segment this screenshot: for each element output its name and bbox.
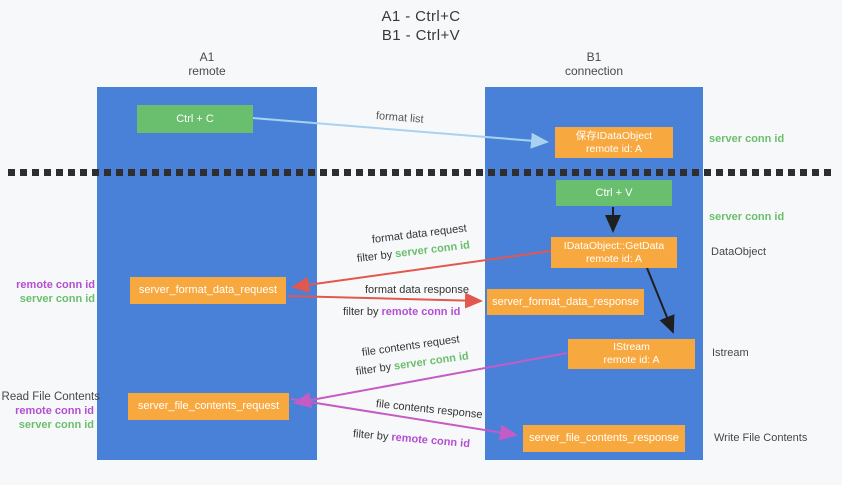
node-save-idataobject-line1: 保存IDataObject	[575, 129, 653, 142]
column-a1-subtitle: remote	[188, 64, 226, 78]
node-ctrl-v-label: Ctrl + V	[595, 186, 633, 199]
node-ctrl-c-label: Ctrl + C	[176, 112, 214, 125]
node-server-file-contents-response: server_file_contents_response	[523, 425, 685, 452]
remote-conn-id-text: remote conn id	[381, 306, 461, 318]
node-ctrl-v: Ctrl + V	[556, 180, 672, 206]
node-save-idataobject: 保存IDataObject remote id: A	[555, 127, 673, 158]
arrow-getdata-to-istream	[646, 267, 675, 334]
node-server-file-contents-request: server_file_contents_request	[128, 393, 289, 420]
column-b1-subtitle: connection	[564, 64, 624, 78]
node-save-idataobject-line2: remote id: A	[585, 142, 643, 155]
right-label-dataobject: DataObject	[711, 246, 767, 258]
page-title-line1: A1 - Ctrl+C	[381, 8, 461, 25]
column-header-b1: B1 connection	[485, 50, 703, 78]
label-filter-by-remote-conn-id-1: filter by remote conn id	[343, 306, 460, 318]
left-read-file-stack: Read File Contents remote conn id server…	[0, 390, 100, 432]
node-server-format-data-response: server_format_data_response	[487, 289, 644, 315]
right-label-write-file-contents: Write File Contents	[714, 432, 808, 444]
node-idataobject-getdata-line1: IDataObject::GetData	[563, 239, 665, 252]
copy-paste-phase-divider	[8, 169, 834, 176]
arrow-format-data-request	[291, 250, 552, 293]
left-conn-id-stack-top: remote conn id server conn id	[0, 278, 95, 306]
left-label-remote-conn-id-top: remote conn id	[16, 279, 95, 291]
arrow-file-contents-response	[290, 398, 518, 441]
left-label-remote-conn-id-bottom: remote conn id	[15, 405, 94, 417]
node-istream-line2: remote id: A	[603, 354, 660, 366]
node-istream: IStream remote id: A	[568, 339, 695, 369]
left-label-server-conn-id-top: server conn id	[19, 293, 95, 305]
column-header-a1: A1 remote	[97, 50, 317, 78]
arrow-format-list	[252, 117, 549, 149]
node-ctrl-c: Ctrl + C	[137, 105, 253, 133]
node-server-file-contents-request-label: server_file_contents_request	[137, 400, 280, 412]
node-server-format-data-request: server_format_data_request	[130, 277, 286, 304]
node-server-format-data-response-label: server_format_data_response	[492, 295, 639, 308]
arrow-file-contents-request	[293, 352, 568, 408]
right-label-server-conn-id-top: server conn id	[709, 133, 785, 145]
node-istream-line1: IStream	[613, 341, 650, 353]
column-b1-name: B1	[586, 50, 602, 64]
left-label-server-conn-id-bottom: server conn id	[18, 419, 94, 431]
column-a1-name: A1	[199, 50, 215, 64]
node-server-file-contents-response-label: server_file_contents_response	[529, 432, 679, 444]
node-idataobject-getdata-line2: remote id: A	[585, 252, 643, 265]
left-label-read-file-contents: Read File Contents	[1, 391, 100, 403]
filter-by-prefix: filter by	[343, 306, 382, 318]
right-label-server-conn-id-mid: server conn id	[709, 211, 785, 223]
node-server-format-data-request-label: server_format_data_request	[138, 284, 278, 296]
arrow-format-data-response	[287, 292, 483, 309]
label-format-data-response: format data response	[365, 284, 469, 296]
right-label-istream: Istream	[712, 347, 749, 359]
page-title-line2: B1 - Ctrl+V	[381, 27, 461, 44]
node-idataobject-getdata: IDataObject::GetData remote id: A	[551, 237, 677, 268]
